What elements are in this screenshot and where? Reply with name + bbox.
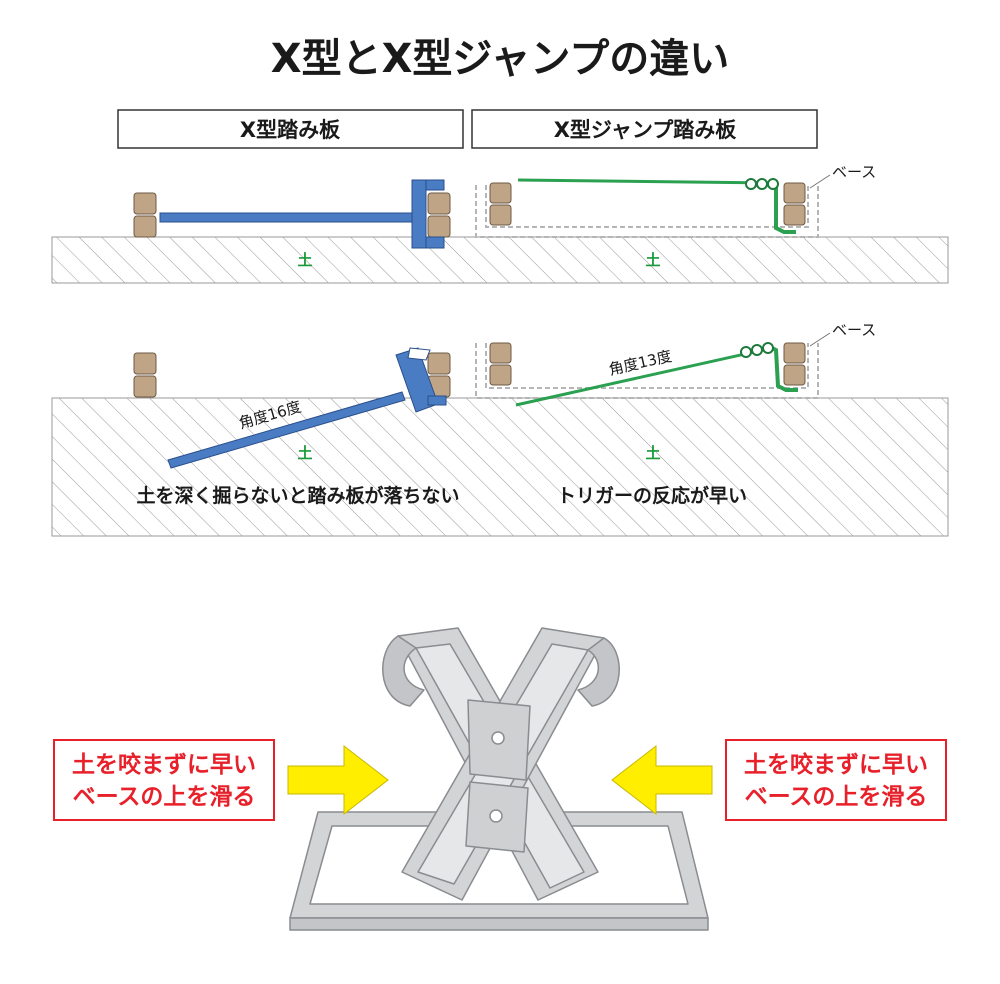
blocks-bottom-right-left xyxy=(489,342,512,386)
soil-bottom xyxy=(51,397,949,537)
blocks-bottom-left xyxy=(133,352,157,398)
arrow-left-icon xyxy=(611,744,713,816)
soil-label-top-right: 土 xyxy=(645,251,660,269)
base-label-bottom: ベース xyxy=(832,321,876,339)
blue-plate-bottom xyxy=(167,347,447,469)
callout-box-right xyxy=(725,739,947,821)
header-box-left xyxy=(117,109,464,149)
soil-label-top-left: 土 xyxy=(297,251,312,269)
trap-illustration xyxy=(289,627,709,931)
base-frame-bottom xyxy=(475,343,819,399)
soil-label-bottom-left: 土 xyxy=(297,444,312,462)
blocks-top-right-right xyxy=(783,182,806,226)
base-label-top: ベース xyxy=(832,163,876,181)
arrow-right-icon xyxy=(287,744,389,816)
callout-box-left xyxy=(53,739,275,821)
green-plate-bottom xyxy=(515,342,798,407)
page-title: X型とX型ジャンプの違い xyxy=(271,36,729,82)
header-left: X型踏み板 xyxy=(240,118,341,142)
callout-right-line2: ベースの上を滑る xyxy=(745,784,928,810)
blocks-top-left xyxy=(133,192,157,238)
callout-left-line1: 土を咬まずに早い xyxy=(72,751,256,778)
blue-plate-top xyxy=(159,179,445,249)
green-plate-top xyxy=(517,178,796,234)
blocks-top-right-left xyxy=(489,182,512,226)
blocks-top-left-right xyxy=(427,192,451,238)
base-frame-top xyxy=(475,185,819,238)
caption-left: 土を深く掘らないと踏み板が落ちない xyxy=(136,484,459,507)
soil-label-bottom-right: 土 xyxy=(645,444,660,462)
header-box-right xyxy=(471,109,818,149)
callout-left-line2: ベースの上を滑る xyxy=(73,784,256,810)
callout-right-line1: 土を咬まずに早い xyxy=(744,751,928,778)
soil-top xyxy=(51,236,949,284)
caption-right: トリガーの反応が早い xyxy=(557,484,747,507)
header-right: X型ジャンプ踏み板 xyxy=(554,118,738,142)
angle-label-right: 角度13度 xyxy=(607,347,674,379)
blocks-bottom-right-right xyxy=(783,342,806,386)
